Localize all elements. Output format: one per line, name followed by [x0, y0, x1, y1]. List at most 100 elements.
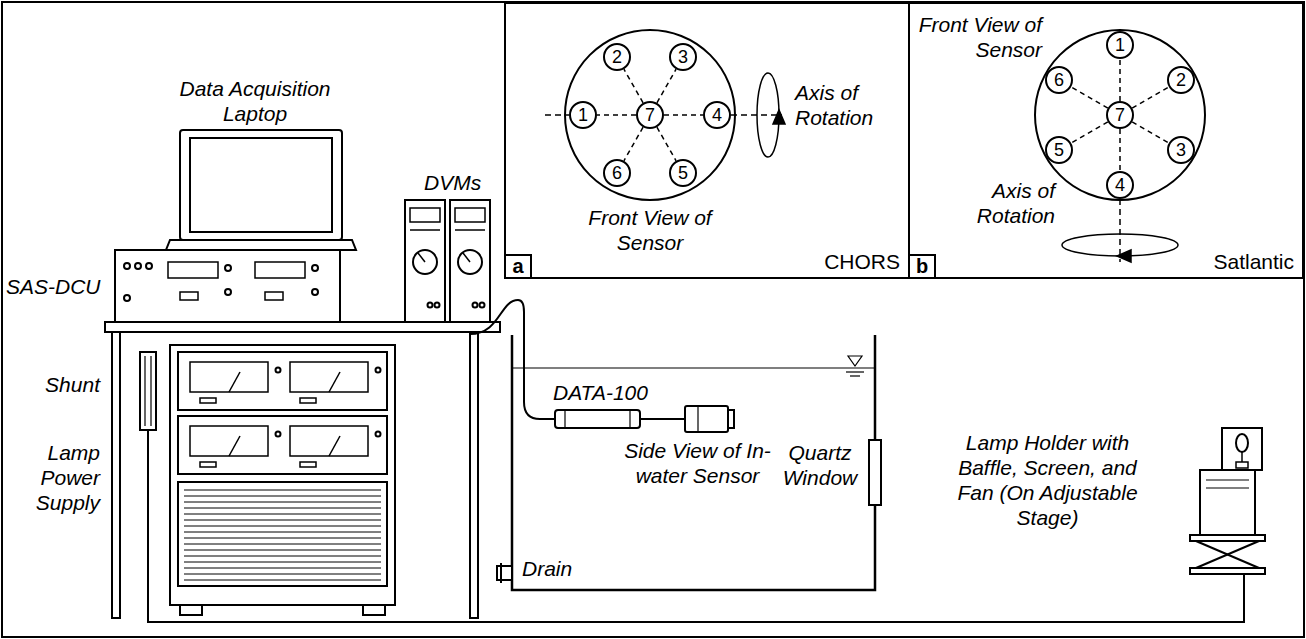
dashed-spoke: [1132, 87, 1169, 108]
lamp-power-supply: [178, 416, 387, 474]
table: [470, 332, 478, 618]
lamp-power-supply: [376, 368, 381, 373]
panel-letter-box: a: [504, 254, 532, 279]
callout-number: 6: [612, 163, 622, 183]
in-water-sensor: [564, 410, 565, 428]
lamp-holder: [1206, 487, 1249, 488]
ventilation-grille: [184, 544, 381, 545]
digital-voltmeters: [413, 250, 437, 274]
ventilation-grille: [184, 490, 381, 491]
sas-dcu-unit: [168, 262, 218, 278]
lamp-power-supply: [229, 372, 240, 392]
digital-voltmeters: [458, 250, 482, 274]
water-tank: [512, 367, 875, 368]
table: [105, 322, 500, 618]
lamp-power-supply: [178, 482, 387, 586]
rotation-axis: [545, 114, 569, 116]
sas-dcu-unit: [115, 250, 340, 322]
equipment-label: Data Acquisition Laptop: [160, 76, 350, 126]
rotation-arrow: [1062, 234, 1178, 256]
ventilation-grille: [184, 532, 381, 533]
sas-dcu-unit: [135, 263, 141, 269]
ventilation-grille: [184, 568, 381, 569]
rotation-axis: [545, 115, 1120, 262]
ventilation-grille: [184, 574, 381, 575]
in-water-sensor: [728, 410, 734, 428]
callout-number: 2: [1176, 70, 1186, 90]
equipment-label: Drain: [522, 556, 592, 581]
water-tank: [497, 335, 881, 590]
water-tank: [497, 566, 512, 580]
dashed-spoke: [1120, 129, 1121, 171]
lamp-power-supply: [170, 345, 395, 615]
lamp-power-supply: [276, 368, 281, 373]
water-tank: [500, 563, 502, 583]
lamp-holder: [1241, 452, 1243, 462]
dashed-spoke: [1132, 122, 1169, 143]
callout-number: 4: [1115, 175, 1125, 195]
lamp-power-supply: [276, 432, 281, 437]
callout-number: 4: [712, 105, 722, 125]
panel-letter: a: [512, 256, 523, 277]
panel-letter: b: [916, 256, 928, 277]
lamp-holder: [1196, 541, 1259, 568]
digital-voltmeters: [410, 229, 440, 231]
sas-dcu-unit: [225, 265, 231, 271]
lamp-power-supply: [329, 372, 340, 392]
lamp-holder: [1190, 428, 1265, 574]
callout-number: 7: [1115, 105, 1125, 125]
callout-number: 5: [678, 163, 688, 183]
digital-voltmeters: [455, 208, 485, 222]
dashed-spoke: [624, 69, 643, 103]
sas-dcu-unit: [146, 263, 152, 269]
rotation-arrow: [757, 73, 779, 157]
lamp-power-supply: [290, 362, 368, 392]
sas-dcu-unit: [265, 292, 283, 300]
axis-label: Axis of Rotation: [795, 80, 900, 130]
dashed-spoke: [657, 127, 676, 161]
in-water-sensor: [697, 406, 698, 432]
equipment-label: Shunt: [8, 372, 100, 397]
ventilation-grille: [184, 508, 381, 509]
cable: [148, 300, 1244, 622]
rotation-arrow: [1117, 250, 1131, 262]
sas-dcu-unit: [124, 263, 130, 269]
detector-circle: 5: [669, 159, 697, 187]
detector-circle: 1: [569, 101, 597, 129]
lamp-power-supply: [329, 436, 340, 456]
digital-voltmeters: [405, 200, 445, 322]
cable: [148, 430, 1244, 622]
lamp-power-supply: [376, 432, 381, 437]
shunt: [140, 352, 156, 430]
cable: [640, 418, 685, 420]
digital-voltmeters: [428, 303, 433, 308]
equipment-label: DATA-100: [553, 380, 668, 405]
ventilation-grille: [184, 562, 381, 563]
dashed-spoke: [664, 115, 703, 116]
lamp-power-supply: [200, 462, 216, 467]
dashed-spoke: [1071, 87, 1108, 108]
digital-voltmeters: [463, 253, 470, 262]
dashed-spoke: [1132, 87, 1169, 108]
callout-number: 7: [645, 105, 655, 125]
ventilation-grille: [184, 502, 381, 503]
dashed-spoke: [1071, 87, 1108, 108]
dashed-spoke: [657, 69, 676, 103]
dashed-spoke: [624, 127, 643, 161]
detector-circle: 5: [1045, 136, 1073, 164]
ventilation-grille: [184, 520, 381, 521]
sensor-face-outline: [1035, 30, 1205, 200]
rotation-arrow: [773, 110, 785, 124]
lamp-power-supply: [300, 398, 316, 403]
ventilation-grille: [184, 556, 381, 557]
lamp-power-supply: [200, 398, 216, 403]
sensor-face-outline: [565, 30, 1205, 200]
water-tank: [512, 335, 875, 590]
dashed-spoke: [1071, 122, 1108, 143]
digital-voltmeters: [455, 229, 485, 231]
dashed-spoke: [597, 115, 636, 116]
digital-voltmeters: [435, 303, 440, 308]
callout-number: 1: [1115, 35, 1125, 55]
dashed-spoke: [1132, 122, 1169, 143]
